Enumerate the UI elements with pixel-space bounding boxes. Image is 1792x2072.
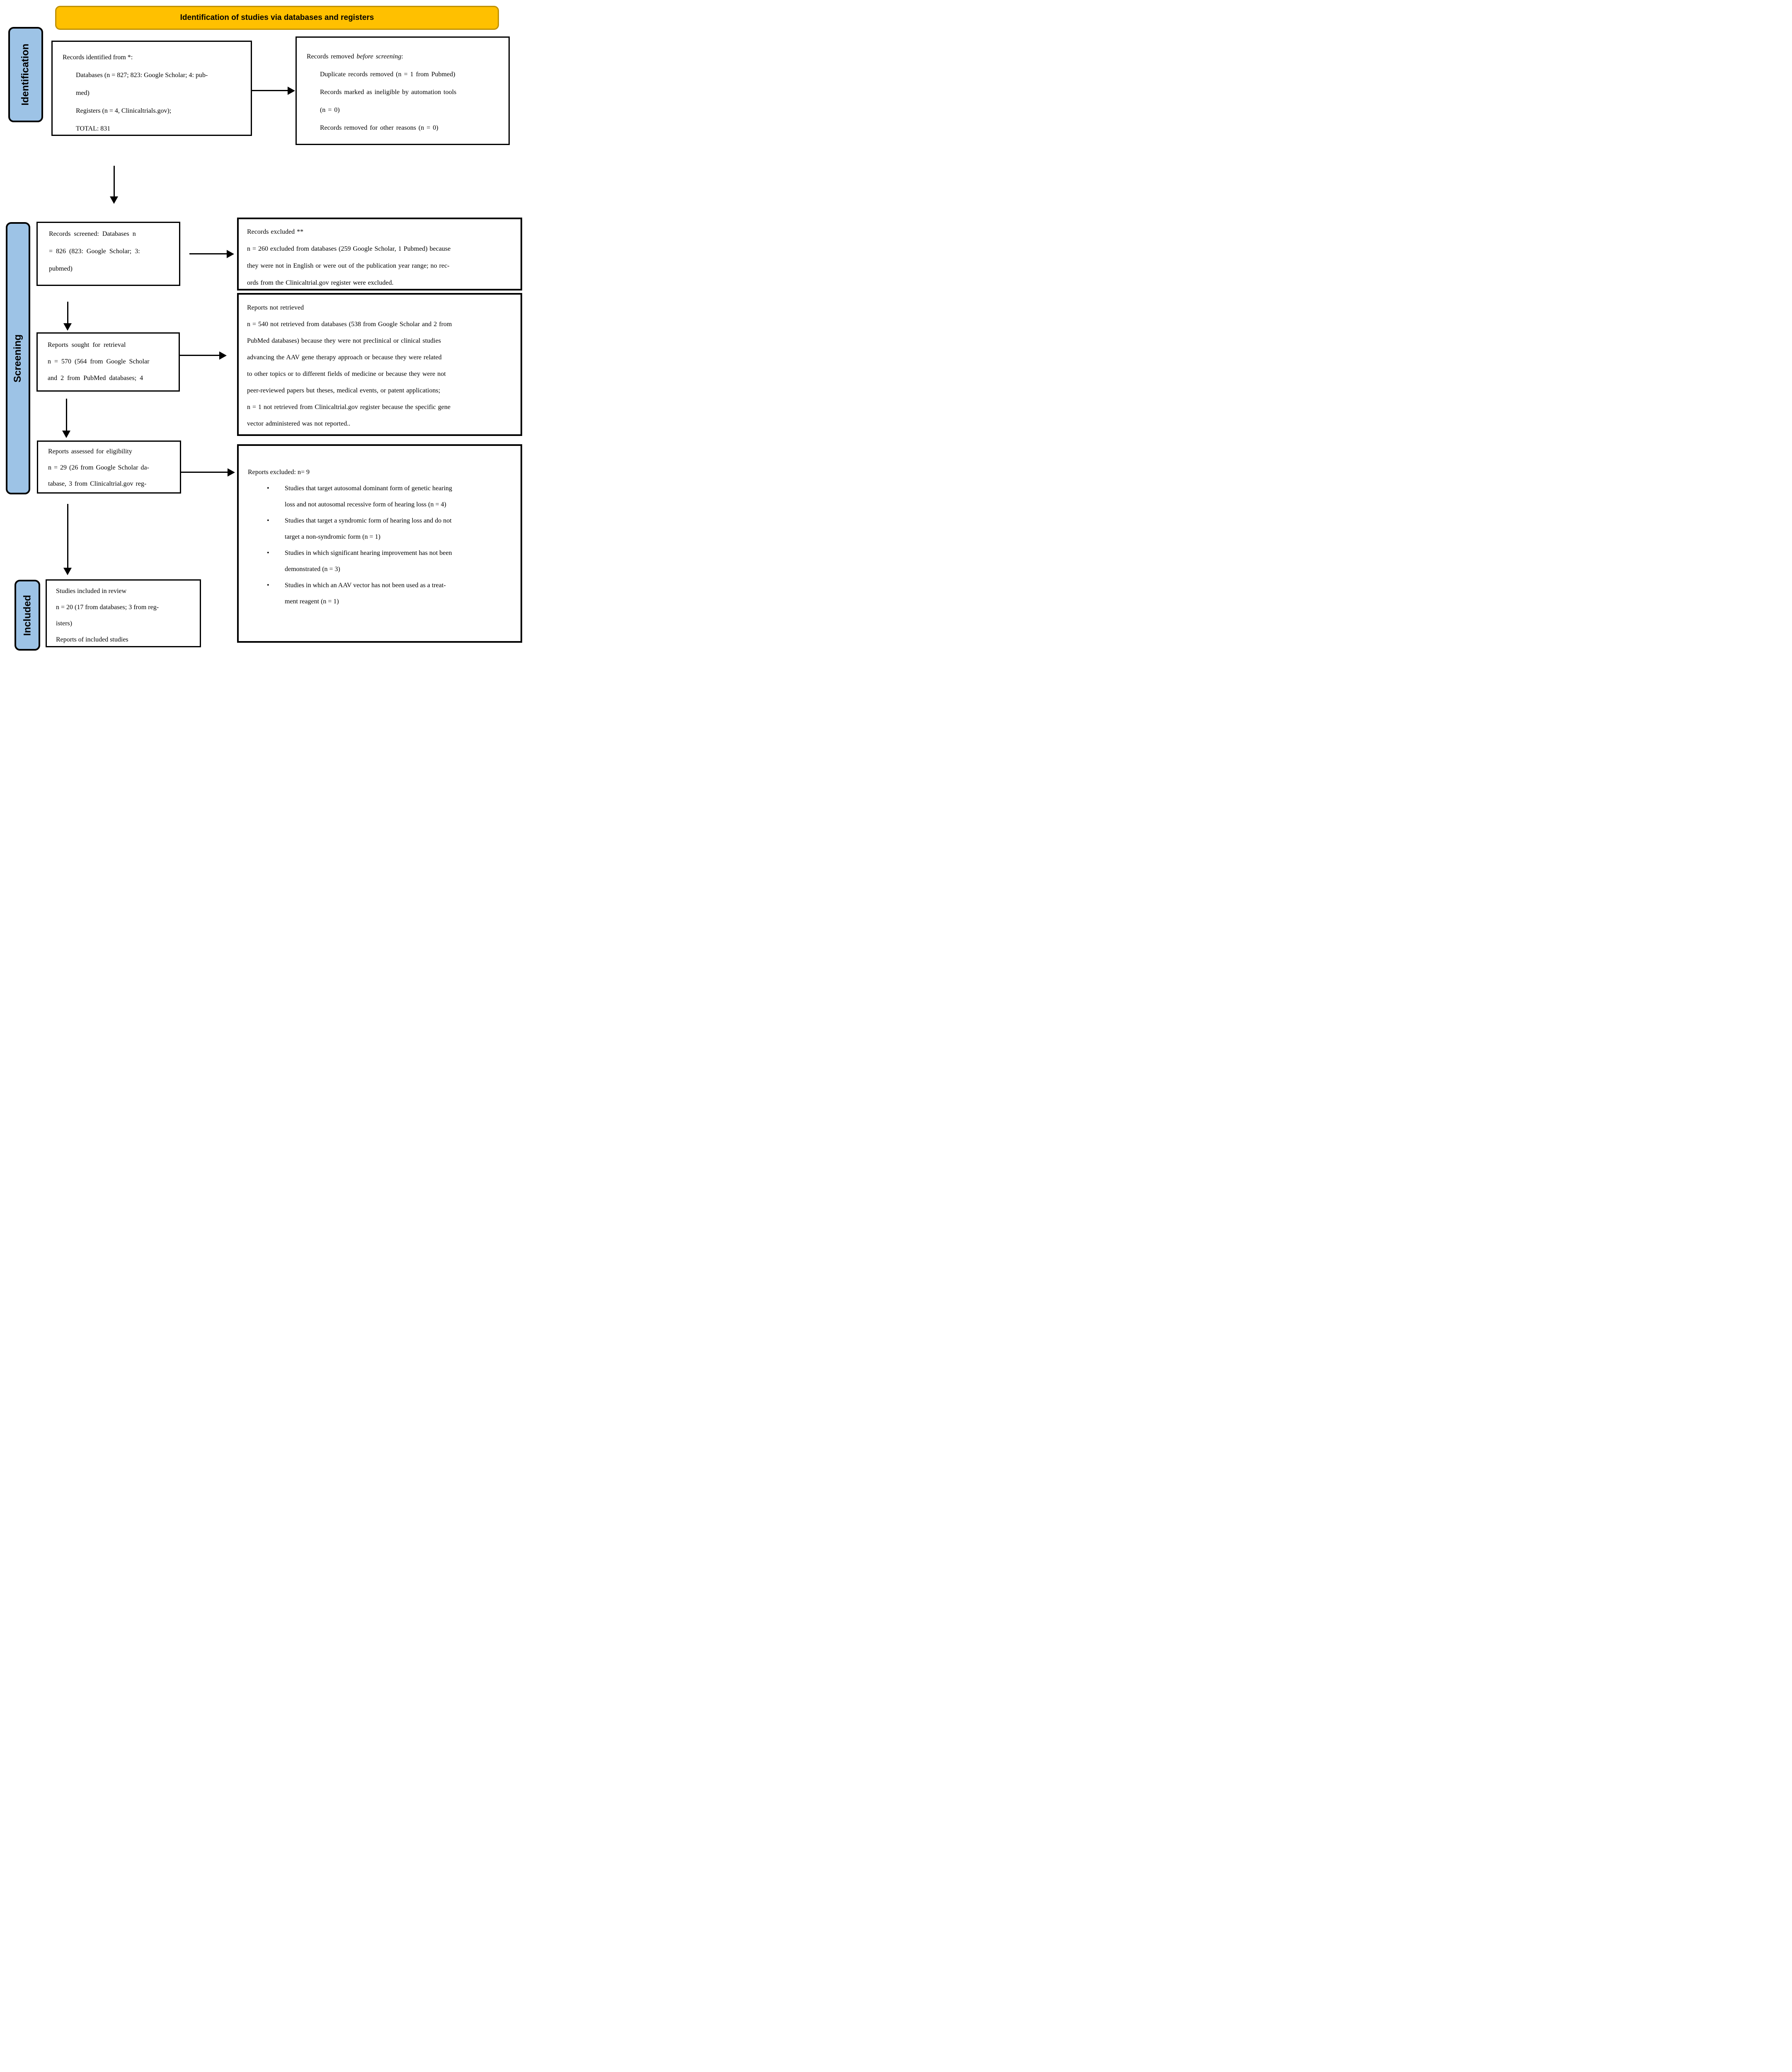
text-line: n = 540 not retrieved from databases (53… [247, 321, 452, 328]
bullet-item: • Studies in which an AAV vector has not … [267, 577, 512, 610]
banner-title: Identification of studies via databases … [180, 13, 374, 22]
arrow-sought-to-not-retrieved-head-icon [219, 351, 227, 360]
box-records-identified-details: Databases (n = 827; 823: Google Scholar;… [76, 66, 242, 138]
stage-box-identification: Identification [8, 27, 43, 122]
text-line: PubMed databases) because they were not … [247, 337, 441, 344]
box-reports-excluded-title: Reports excluded: n= 9 [248, 469, 310, 476]
prisma-flow-diagram: Identification of studies via databases … [0, 0, 530, 659]
stage-box-included: Included [15, 580, 40, 651]
arrow-assessed-to-included-head-icon [63, 568, 72, 575]
box-reports-excluded-bullets: • Studies that target autosomal dominant … [248, 480, 512, 610]
bullet-text: Studies that target a syndromic form of … [285, 513, 512, 545]
arrow-assessed-to-included-line [67, 504, 68, 568]
stage-box-screening: Screening [6, 222, 30, 494]
box-studies-included: Studies included in review n = 20 (17 fro… [46, 579, 201, 647]
arrow-screened-to-excluded-line [189, 253, 227, 254]
arrow-assessed-to-excluded-line [181, 472, 228, 473]
text-line: n = 29 (26 from Google Scholar da- [48, 464, 149, 471]
bullet-item: • Studies that target a syndromic form of… [267, 513, 512, 545]
text-line: Databases (n = 827; 823: Google Scholar;… [76, 72, 208, 79]
text-line: Registers (n = 4, Clinicaltrials.gov); [76, 107, 172, 114]
text-line: Reports not retrieved [247, 304, 304, 311]
text-line: (n = 0) [320, 107, 340, 114]
box-records-excluded: Records excluded ** n = 260 excluded from… [237, 218, 522, 290]
text-line: = 826 (823: Google Scholar; 3: [49, 248, 140, 255]
text-line: pubmed) [49, 265, 73, 272]
bullet-item: • Studies in which significant hearing im… [267, 545, 512, 577]
stage-label-identification: Identification [20, 44, 31, 106]
bullet-icon: • [267, 582, 269, 589]
stage-label-screening: Screening [12, 334, 24, 382]
arrow-identified-to-removed-line [252, 90, 288, 91]
box-records-screened: Records screened: Databases n = 826 (823:… [36, 222, 180, 286]
text-line: ords from the Clinicaltrial.gov register… [247, 279, 394, 286]
text-line: Records marked as ineligible by automati… [320, 89, 457, 96]
text-line: Reports of included studies [56, 636, 128, 643]
text-line: n = 570 (564 from Google Scholar [48, 358, 150, 365]
text-line: med) [76, 90, 90, 97]
arrow-identified-to-screened-line [114, 166, 115, 196]
bullet-icon: • [267, 549, 269, 557]
text-line: Studies that target autosomal dominant f… [285, 485, 453, 492]
box-records-removed-details: Duplicate records removed (n = 1 from Pu… [320, 65, 499, 137]
bullet-text: Studies in which an AAV vector has not b… [285, 577, 512, 610]
text-line: n = 20 (17 from databases; 3 from reg- [56, 604, 159, 611]
text-line: n = 1 not retrieved from Clinicaltrial.g… [247, 404, 450, 411]
text-line: Duplicate records removed (n = 1 from Pu… [320, 71, 455, 78]
text-line: Studies in which significant hearing imp… [285, 549, 452, 557]
bullet-item: • Studies that target autosomal dominant … [267, 480, 512, 513]
bullet-text: Studies that target autosomal dominant f… [285, 480, 512, 513]
text-line: Studies that target a syndromic form of … [285, 517, 452, 524]
text-line: isters) [56, 620, 73, 627]
arrow-screened-to-sought-line [67, 302, 68, 323]
italic-before-screening: before screening [356, 53, 402, 60]
arrow-sought-to-not-retrieved-line [180, 355, 219, 356]
text-line: they were not in English or were out of … [247, 262, 450, 269]
arrow-identified-to-removed-head-icon [288, 87, 295, 95]
bullet-text: Studies in which significant hearing imp… [285, 545, 512, 577]
text-line: Records removed for other reasons (n = 0… [320, 124, 438, 131]
box-records-identified-title: Records identified from *: [63, 54, 133, 61]
stage-label-included: Included [22, 595, 33, 636]
text-line: TOTAL: 831 [76, 125, 111, 132]
arrow-identified-to-screened-head-icon [110, 196, 118, 204]
arrow-sought-to-assessed-head-icon [62, 431, 70, 438]
text-line: to other topics or to different fields o… [247, 370, 446, 378]
text-line: Reports assessed for eligibility [48, 448, 132, 455]
text-line: tabase, 3 from Clinicaltrial.gov reg- [48, 480, 147, 487]
box-records-identified: Records identified from *: Databases (n … [51, 41, 252, 136]
arrow-screened-to-excluded-head-icon [227, 250, 234, 258]
box-reports-sought: Reports sought for retrieval n = 570 (564… [36, 332, 180, 392]
text-line: Reports sought for retrieval [48, 341, 126, 349]
banner: Identification of studies via databases … [55, 6, 499, 30]
box-reports-excluded: Reports excluded: n= 9 • Studies that tar… [237, 444, 522, 643]
text-line: and 2 from PubMed databases; 4 [48, 375, 143, 382]
text-line: loss and not autosomal recessive form of… [285, 501, 446, 508]
text-line: peer-reviewed papers but theses, medical… [247, 387, 441, 394]
text-line: Studies in which an AAV vector has not b… [285, 582, 446, 589]
bullet-icon: • [267, 517, 269, 524]
text-line: target a non-syndromic form (n = 1) [285, 533, 380, 540]
text-line: Studies included in review [56, 588, 127, 595]
text-line: demonstrated (n = 3) [285, 566, 340, 573]
text-line: Records excluded ** [247, 228, 304, 235]
box-records-removed-title: Records removed before screening: [307, 53, 403, 60]
box-records-removed: Records removed before screening: Duplic… [295, 36, 510, 145]
arrow-sought-to-assessed-line [66, 399, 67, 431]
box-reports-assessed: Reports assessed for eligibility n = 29 (… [37, 441, 181, 494]
box-reports-not-retrieved: Reports not retrieved n = 540 not retriev… [237, 293, 522, 436]
text-line: Records screened: Databases n [49, 230, 136, 237]
text-line: n = 260 excluded from databases (259 Goo… [247, 245, 451, 252]
text-line: advancing the AAV gene therapy approach … [247, 354, 442, 361]
arrow-screened-to-sought-head-icon [63, 323, 72, 331]
bullet-icon: • [267, 485, 269, 492]
text-line: vector administered was not reported.. [247, 420, 351, 427]
text-line: ment reagent (n = 1) [285, 598, 339, 605]
arrow-assessed-to-excluded-head-icon [228, 468, 235, 477]
